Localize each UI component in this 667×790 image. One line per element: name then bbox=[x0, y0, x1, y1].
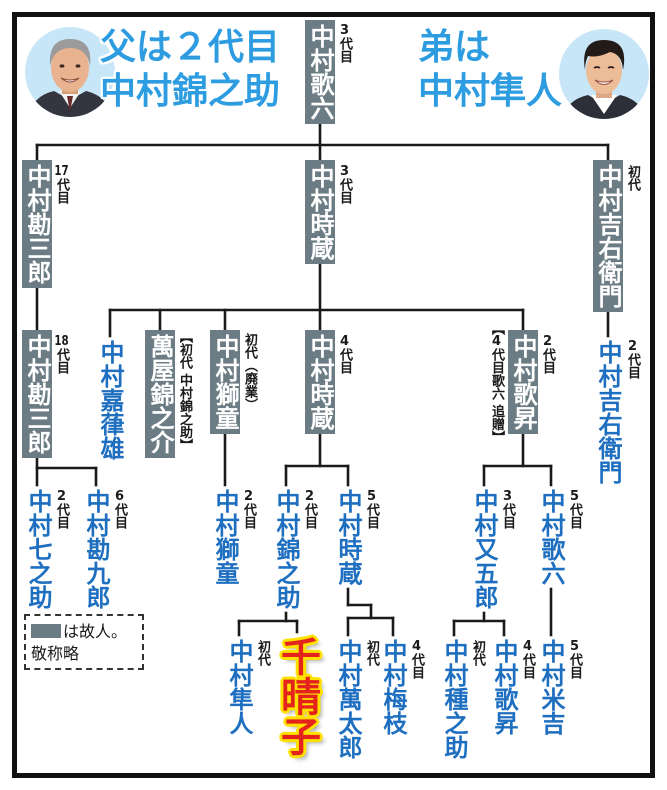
title-note-kasho-2: 【4代目歌六 追贈】 bbox=[489, 322, 504, 444]
right-caption-line1: 弟は bbox=[418, 27, 491, 68]
generation-label-hayato-1: 初代 bbox=[255, 640, 270, 666]
generation-label-kinnosuke-2: 2代目 bbox=[302, 490, 317, 529]
portrait-figure bbox=[562, 40, 646, 119]
left-caption-line1: 父は２代目 bbox=[100, 27, 281, 68]
generation-label-kanzaburo-18: 18代目 bbox=[54, 335, 69, 374]
node-nakamura-karoku-3: 中村歌六 bbox=[305, 20, 335, 124]
node-nakamura-kankuro-6: 中村勘九郎 bbox=[82, 489, 110, 609]
generation-label-kasho-4: 4代目 bbox=[520, 640, 535, 679]
legend-honorific-note: 敬称略 bbox=[31, 644, 80, 663]
generation-label-karoku-3: 3代目 bbox=[337, 24, 352, 63]
node-nakamura-kasho-4: 中村歌昇 bbox=[490, 639, 518, 735]
generation-label-karoku-5: 5代目 bbox=[567, 490, 582, 529]
node-nakamura-tokizo-4: 中村時蔵 bbox=[305, 330, 335, 434]
right-portrait-photo bbox=[559, 29, 649, 119]
node-nakamura-kazuo: 中村嘉葎雄 bbox=[96, 340, 124, 460]
generation-label-shichinosuke-2: 2代目 bbox=[54, 490, 69, 529]
node-yorozuya-kinnosuke: 萬屋錦之介 bbox=[145, 330, 175, 458]
node-nakamura-kanzaburo-18: 中村勘三郎 bbox=[22, 330, 52, 458]
generation-label-matagoro-3: 3代目 bbox=[500, 490, 515, 529]
title-note-yorozuya-kinnosuke: 【初代 中村錦之助】 bbox=[177, 330, 192, 452]
generation-label-kichiemon-2: 2代目 bbox=[625, 340, 640, 379]
node-nakamura-kichiemon-2: 中村吉右衛門 bbox=[594, 340, 622, 484]
legend-row-deceased: は故人。 bbox=[31, 621, 137, 643]
node-nakamura-kasho-2: 中村歌昇 bbox=[508, 330, 538, 434]
generation-label-tokizo-3: 3代目 bbox=[337, 165, 352, 204]
left-portrait-photo bbox=[25, 27, 115, 117]
generation-label-kankuro-6: 6代目 bbox=[112, 490, 127, 529]
node-chihako-highlight: 千晴子 bbox=[274, 636, 320, 756]
node-nakamura-mantaro-1: 中村萬太郎 bbox=[334, 639, 362, 759]
right-caption-line2: 中村隼人 bbox=[418, 71, 563, 112]
node-nakamura-tanenosuke-1: 中村種之助 bbox=[440, 639, 468, 759]
node-nakamura-hayato-1: 中村隼人 bbox=[225, 639, 253, 735]
generation-label-kanzaburo-17: 17代目 bbox=[54, 165, 69, 204]
diagram-frame bbox=[12, 12, 655, 778]
node-nakamura-tokizo-3: 中村時蔵 bbox=[305, 160, 335, 264]
generation-label-kasho-2: 2代目 bbox=[540, 335, 555, 374]
node-nakamura-shichinosuke-2: 中村七之助 bbox=[24, 489, 52, 609]
generation-label-yonekichi-5: 5代目 bbox=[567, 640, 582, 679]
node-nakamura-baishi-4: 中村梅枝 bbox=[379, 639, 407, 735]
generation-label-kichiemon-1: 初代 bbox=[625, 165, 640, 191]
node-nakamura-kanzaburo-17: 中村勘三郎 bbox=[22, 160, 52, 288]
generation-label-tokizo-5: 5代目 bbox=[364, 490, 379, 529]
generation-label-baishi-4: 4代目 bbox=[409, 640, 424, 679]
node-nakamura-matagoro-3: 中村又五郎 bbox=[470, 489, 498, 609]
generation-label-shido-2: 2代目 bbox=[241, 490, 256, 529]
node-nakamura-yonekichi-5: 中村米吉 bbox=[537, 639, 565, 735]
node-nakamura-kichiemon-1: 中村吉右衛門 bbox=[593, 160, 623, 312]
deceased-swatch bbox=[31, 624, 61, 638]
node-nakamura-tokizo-5: 中村時蔵 bbox=[334, 489, 362, 585]
left-caption-line2: 中村錦之助 bbox=[100, 71, 281, 112]
generation-label-mantaro-1: 初代 bbox=[364, 640, 379, 666]
left-caption: 父は２代目 中村錦之助 bbox=[100, 26, 280, 114]
node-nakamura-kinnosuke-2: 中村錦之助 bbox=[272, 489, 300, 609]
right-caption: 弟は 中村隼人 bbox=[418, 26, 562, 114]
node-nakamura-shido-1: 中村獅童 bbox=[210, 330, 240, 434]
legend-deceased-note: は故人。 bbox=[63, 622, 128, 641]
generation-label-tokizo-4: 4代目 bbox=[337, 335, 352, 374]
node-nakamura-karoku-5: 中村歌六 bbox=[537, 489, 565, 585]
node-nakamura-shido-2: 中村獅童 bbox=[211, 489, 239, 585]
portrait-figure bbox=[28, 39, 112, 117]
generation-label-tanenosuke-1: 初代 bbox=[470, 640, 485, 666]
legend: は故人。 敬称略 bbox=[24, 614, 144, 670]
generation-label-shido-1: 初代（廃業） bbox=[242, 333, 257, 411]
